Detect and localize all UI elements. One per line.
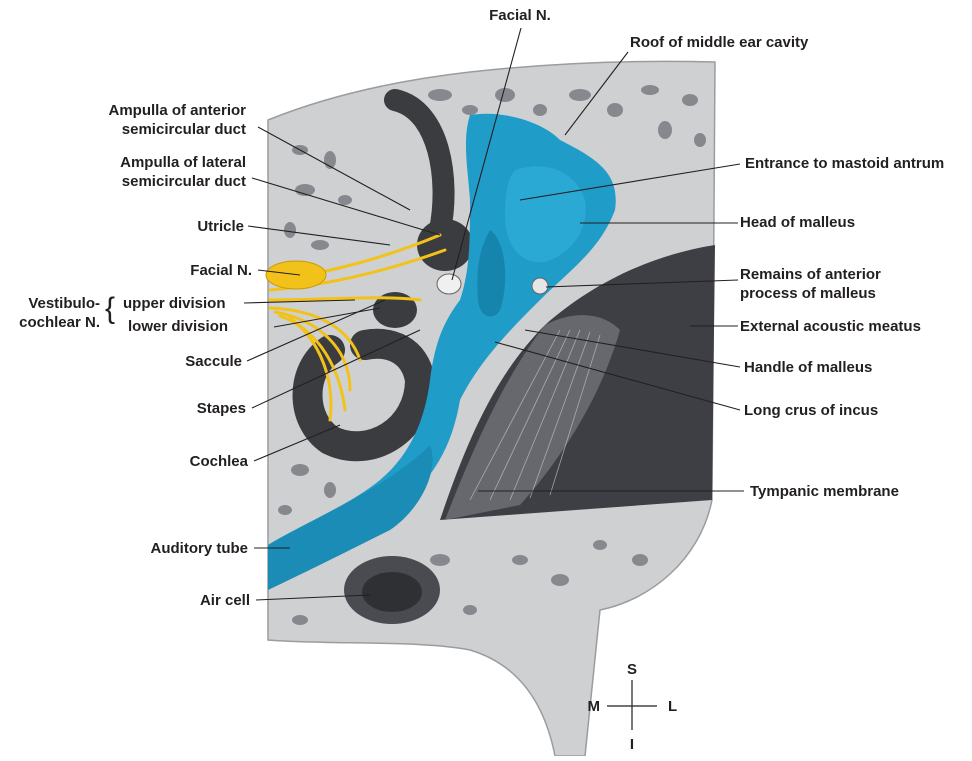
label-remains-anterior-process: Remains of anterior process of malleus <box>740 265 881 303</box>
label-external-meatus: External acoustic meatus <box>740 317 921 336</box>
label-vestibulocochlear-line1: Vestibulo- <box>19 294 100 313</box>
label-remains-line1: Remains of anterior <box>740 265 881 284</box>
label-vestibulocochlear-line2: cochlear N. <box>19 313 100 332</box>
label-cochlea: Cochlea <box>190 452 248 471</box>
orientation-inferior: I <box>625 735 639 754</box>
orientation-medial: M <box>588 697 601 716</box>
label-saccule: Saccule <box>185 352 242 371</box>
label-facial-n-left: Facial N. <box>190 261 252 280</box>
label-ampulla-anterior-line1: Ampulla of anterior <box>108 101 246 120</box>
label-tympanic-membrane: Tympanic membrane <box>750 482 899 501</box>
label-ampulla-lateral-line2: semicircular duct <box>120 172 246 191</box>
label-roof: Roof of middle ear cavity <box>630 33 808 52</box>
label-auditory-tube: Auditory tube <box>151 539 249 558</box>
facial-nerve-section <box>437 274 461 294</box>
label-stapes: Stapes <box>197 399 246 418</box>
orientation-lateral: L <box>668 697 677 716</box>
label-ampulla-anterior-line2: semicircular duct <box>108 120 246 139</box>
label-mastoid-antrum: Entrance to mastoid antrum <box>745 154 944 173</box>
anterior-process-remains <box>532 278 548 294</box>
vestibule <box>417 219 473 271</box>
label-air-cell: Air cell <box>200 591 250 610</box>
label-ampulla-lateral: Ampulla of lateral semicircular duct <box>120 153 246 191</box>
label-head-malleus: Head of malleus <box>740 213 855 232</box>
label-ampulla-anterior: Ampulla of anterior semicircular duct <box>108 101 246 139</box>
orientation-cross <box>607 680 657 730</box>
label-long-crus-incus: Long crus of incus <box>744 401 878 420</box>
label-upper-division: upper division <box>123 294 226 313</box>
label-remains-line2: process of malleus <box>740 284 881 303</box>
label-vestibulocochlear: Vestibulo- cochlear N. <box>19 294 100 332</box>
label-facial-n-top: Facial N. <box>480 6 560 25</box>
label-utricle: Utricle <box>197 217 244 236</box>
orientation-superior: S <box>625 660 639 679</box>
label-lower-division: lower division <box>128 317 228 336</box>
brace-glyph: { <box>105 289 115 329</box>
label-handle-malleus: Handle of malleus <box>744 358 872 377</box>
label-ampulla-lateral-line1: Ampulla of lateral <box>120 153 246 172</box>
